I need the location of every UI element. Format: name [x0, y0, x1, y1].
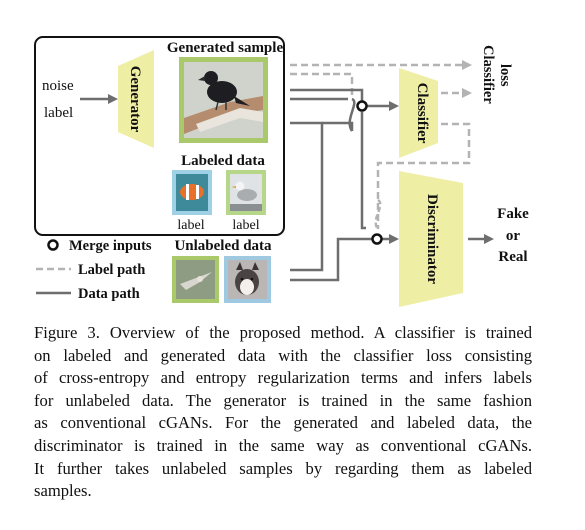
legend-label-path-text: Label path [78, 262, 145, 278]
data-arrowhead-output [484, 234, 494, 244]
output-real: Real [498, 249, 527, 265]
classifier-loss-line1: Classifier [480, 45, 496, 104]
labeled-data-title: Labeled data [181, 153, 265, 169]
label-bridge-crossing [374, 198, 382, 230]
merge-legend-icon [47, 239, 59, 251]
legend-data-path-text: Data path [78, 286, 140, 302]
data-arrowhead-discriminator [389, 234, 399, 244]
caption-line: for unlabeled data. The generator is tra… [34, 390, 532, 410]
generator-text: Generator [127, 66, 143, 133]
method-overview-figure: noise label Generator Generated sample L… [34, 36, 529, 307]
caption-line: samples. [34, 481, 92, 501]
labeled-tag-1: label [177, 218, 204, 233]
figure-caption: Figure 3. Overview of the proposed metho… [34, 322, 532, 503]
generator-group-box [34, 36, 285, 236]
merge-node-classifier [356, 100, 368, 112]
caption-line: discriminator is trained in the same way… [34, 435, 532, 455]
bird-photo-icon [184, 62, 263, 138]
caption-line: on labeled and generated data with the c… [34, 345, 532, 365]
discriminator-block [399, 171, 463, 307]
caption-line: as conventional cGANs. For the generated… [34, 413, 532, 433]
legend-merge-text: Merge inputs [69, 238, 152, 254]
label-input-label: label [44, 105, 73, 121]
unlabeled-data-title: Unlabeled data [174, 238, 272, 254]
generated-sample-title: Generated sample [167, 40, 284, 56]
caption-line: of cross-entropy and entropy regularizat… [34, 368, 532, 388]
caption-line: It further takes unlabeled samples by re… [34, 458, 532, 478]
bird-in-flight-photo-icon [176, 260, 215, 299]
gull-photo-icon [230, 174, 262, 211]
label-path-arrowhead-2 [462, 88, 472, 98]
classifier-loss-line2: loss [497, 64, 513, 87]
discriminator-text: Discriminator [424, 194, 440, 284]
classifier-block [399, 68, 438, 158]
caption-line: Figure 3. Overview of the proposed metho… [34, 323, 532, 342]
input-arrowhead [108, 94, 118, 104]
data-path-lines [290, 88, 484, 282]
bridge-crossing [348, 97, 356, 132]
husky-photo-icon [228, 260, 267, 299]
output-or: or [506, 228, 521, 244]
merge-node-discriminator [371, 233, 383, 245]
output-fake: Fake [497, 206, 529, 222]
generator-block [118, 50, 154, 148]
clownfish-photo-icon [176, 174, 208, 211]
classifier-text: Classifier [414, 83, 430, 144]
noise-input-label: noise [42, 78, 74, 94]
data-arrowhead-classifier [389, 101, 399, 111]
labeled-tag-2: label [232, 218, 259, 233]
label-path-arrowhead-1 [462, 60, 472, 70]
